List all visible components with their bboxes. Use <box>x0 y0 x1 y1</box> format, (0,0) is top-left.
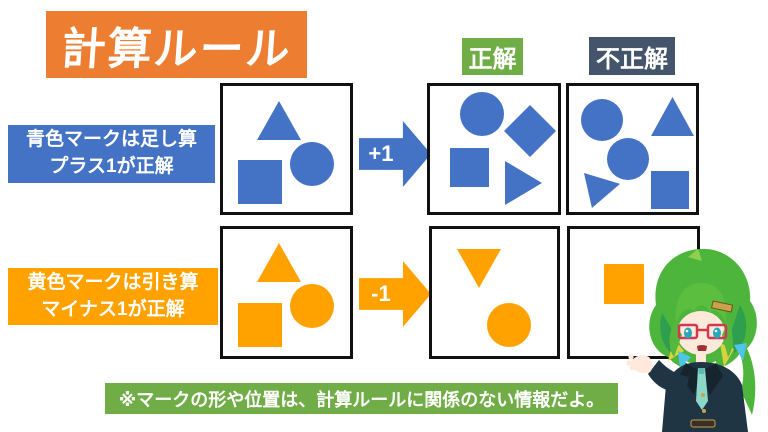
down-triangle-shape <box>457 249 501 288</box>
plus-one-arrow: +1 <box>359 121 431 187</box>
minus-one-label: -1 <box>371 281 391 306</box>
diamond-shape <box>504 105 556 157</box>
row2-correct-box <box>429 226 560 359</box>
row1-incorrect-box <box>566 83 699 215</box>
right-triangle-shape <box>505 161 542 205</box>
blue-rule-line2: プラス1が正解 <box>49 156 174 177</box>
title-banner: 計算ルール <box>46 11 307 78</box>
incorrect-header-badge: 不正解 <box>589 37 675 75</box>
blue-rule-line1: 青色マークは足し算 <box>25 129 197 151</box>
row2-source-box <box>220 226 353 359</box>
yellow-rule-line1: 黄色マークは引き算 <box>27 271 199 293</box>
circle-shape <box>607 138 649 180</box>
circle-shape <box>290 142 334 186</box>
square-shape <box>238 303 282 347</box>
blue-rule-label: 青色マークは足し算 プラス1が正解 <box>8 125 215 183</box>
plus-one-label: +1 <box>368 141 394 166</box>
triangle-shape <box>257 243 301 282</box>
row1-correct-box <box>427 83 561 215</box>
row1-source-box <box>220 83 353 215</box>
yellow-rule-label: 黄色マークは引き算 マイナス1が正解 <box>8 268 218 325</box>
yellow-rule-line2: マイナス1が正解 <box>41 298 185 320</box>
page-title: 計算ルール <box>59 24 293 74</box>
footnote-text: ※マークの形や位置は、計算ルールに関係のない情報だよ。 <box>118 389 605 410</box>
footnote-banner: ※マークの形や位置は、計算ルールに関係のない情報だよ。 <box>105 383 618 414</box>
square-shape <box>651 171 689 209</box>
circle-shape <box>460 92 504 136</box>
circle-shape <box>290 284 334 328</box>
rotated-triangle-shape <box>584 173 620 208</box>
square-shape <box>450 148 489 187</box>
square-shape <box>238 160 282 204</box>
correct-header-badge: 正解 <box>462 38 523 75</box>
triangle-shape <box>651 97 694 136</box>
triangle-shape <box>257 101 301 140</box>
square-shape <box>604 264 644 304</box>
mascot-character <box>626 248 757 432</box>
circle-shape <box>487 303 531 347</box>
circle-shape <box>581 99 623 141</box>
minus-one-arrow: -1 <box>359 261 431 327</box>
